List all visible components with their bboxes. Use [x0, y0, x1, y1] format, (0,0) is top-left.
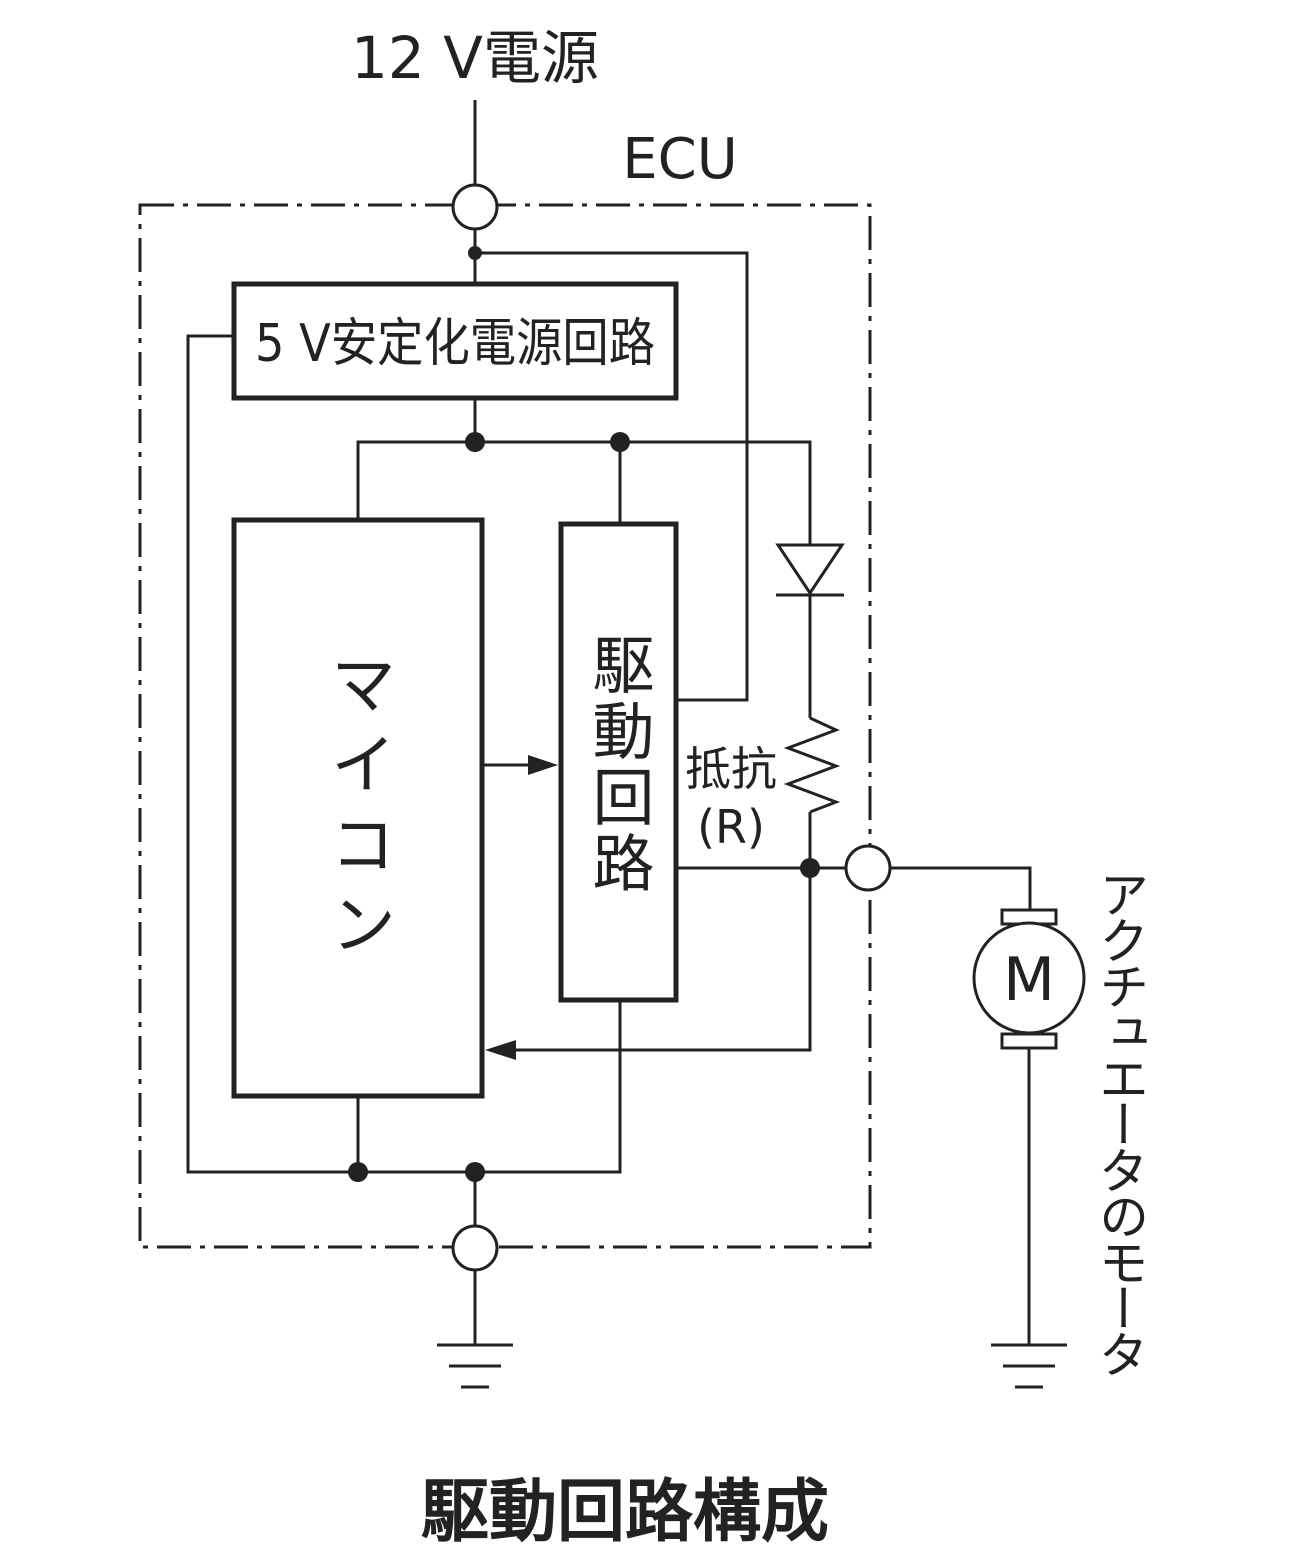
junction-dots [348, 246, 820, 1182]
signal-arrow-to-driver [528, 755, 558, 775]
output-terminal [844, 844, 892, 892]
supply-terminal [451, 183, 499, 231]
motor-symbol [972, 908, 1086, 1050]
power-supply-label: 12 V電源 [351, 24, 599, 92]
motor-label: M [1003, 945, 1055, 1015]
ecu-label: ECU [622, 127, 737, 192]
regulator-box [231, 281, 679, 401]
driver-box [558, 521, 679, 1003]
microcontroller-box [231, 517, 485, 1099]
driver-label: 駆動回路 [582, 633, 655, 897]
feedback-arrow-to-micro [485, 1040, 516, 1060]
diode-symbol [775, 543, 845, 597]
regulator-label: 5 V安定化電源回路 [255, 314, 655, 374]
microcontroller-label: マイコン [320, 650, 397, 970]
ground-symbol-motor [991, 1343, 1067, 1389]
resistor-label: 抵抗 [685, 742, 777, 796]
figure-title: 駆動回路構成 [421, 1473, 829, 1552]
resistor-symbol [783, 716, 841, 814]
motor-wire [890, 866, 1032, 910]
ground-terminal [451, 1224, 499, 1272]
ground-symbol-ecu [437, 1270, 513, 1389]
ecu-boundary [138, 203, 872, 1249]
resistor-symbol-label: (R) [697, 800, 765, 854]
motor-caption: アクチュエータのモータ [1091, 869, 1149, 1376]
